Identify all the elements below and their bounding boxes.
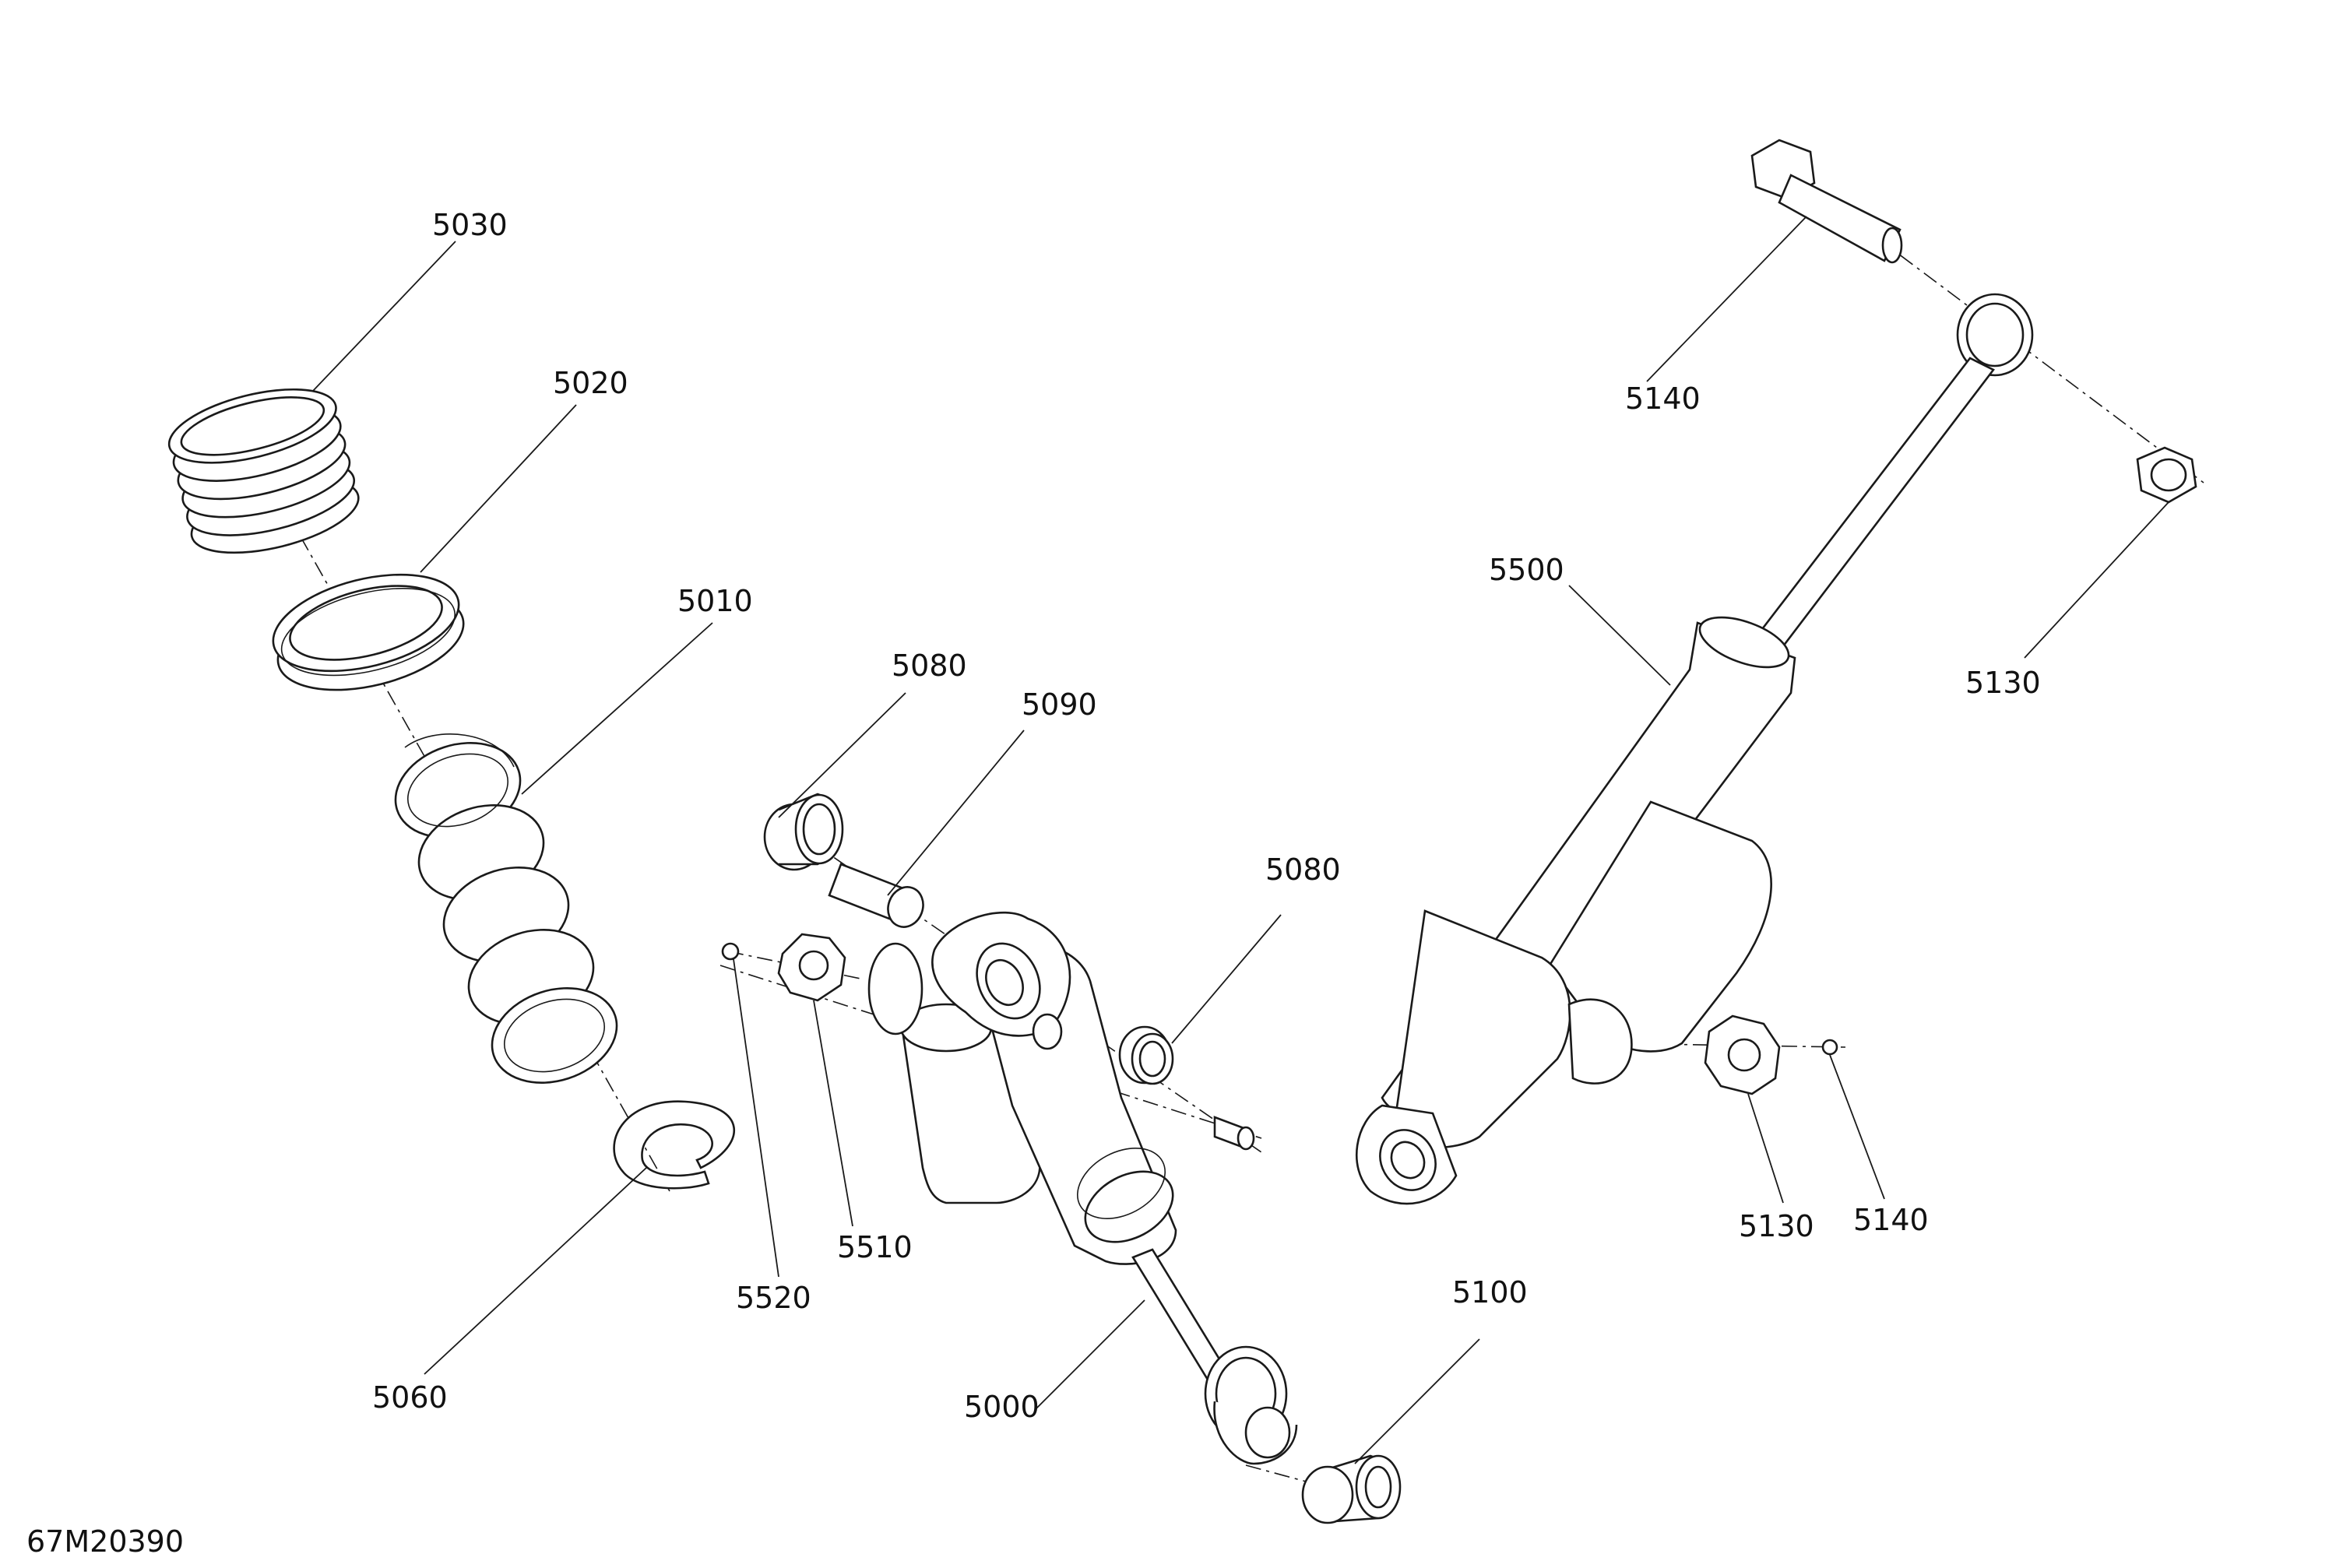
callout-5060: 5060	[372, 1380, 448, 1415]
center-axes	[256, 237, 2204, 1496]
callout-5010: 5010	[677, 584, 753, 618]
callout-5140-lower: 5140	[1853, 1203, 1929, 1237]
callout-labels: 5030 5020 5010 5060 5080 5090 5080 5520 …	[372, 208, 2041, 1424]
callout-5520: 5520	[736, 1281, 811, 1315]
callout-5090: 5090	[1022, 687, 1097, 722]
shock-absorber-5000	[867, 911, 1298, 1465]
bushing-5080-upper	[763, 793, 844, 871]
callout-5030: 5030	[432, 208, 508, 242]
main-spring-5010	[394, 733, 618, 1085]
shock-absorber-5500	[1355, 293, 2034, 1205]
leader-lines	[312, 216, 2169, 1464]
bolt-small	[1213, 1116, 1255, 1151]
callout-5500: 5500	[1489, 553, 1564, 587]
sleeve-5090	[828, 863, 924, 928]
callout-5140-top: 5140	[1625, 381, 1701, 416]
spacer-ring-5020	[272, 573, 465, 691]
screw-5140-right	[1821, 1039, 1838, 1056]
callout-5080-lower: 5080	[1265, 853, 1341, 887]
callout-5130-lower: 5130	[1739, 1209, 1814, 1243]
drawing-id: 67M20390	[26, 1524, 185, 1559]
callout-5510: 5510	[837, 1230, 913, 1264]
callout-5080-upper: 5080	[892, 649, 967, 683]
bushing-5080-lower	[1118, 1025, 1174, 1085]
adjuster-knob-5510	[777, 933, 846, 1002]
callout-5020: 5020	[553, 366, 628, 400]
screw-5520	[721, 942, 740, 961]
nut-5130-top	[2136, 446, 2197, 504]
callout-5000: 5000	[964, 1390, 1040, 1424]
callout-5100: 5100	[1452, 1275, 1528, 1310]
c-clip-5060	[613, 1100, 736, 1190]
adjuster-knob-5130	[1704, 1014, 1781, 1095]
bolt-5140-top	[1750, 139, 1903, 264]
callout-5130-top: 5130	[1965, 666, 2041, 700]
upper-spring-5030	[167, 388, 360, 554]
bushing-5100	[1301, 1454, 1402, 1524]
